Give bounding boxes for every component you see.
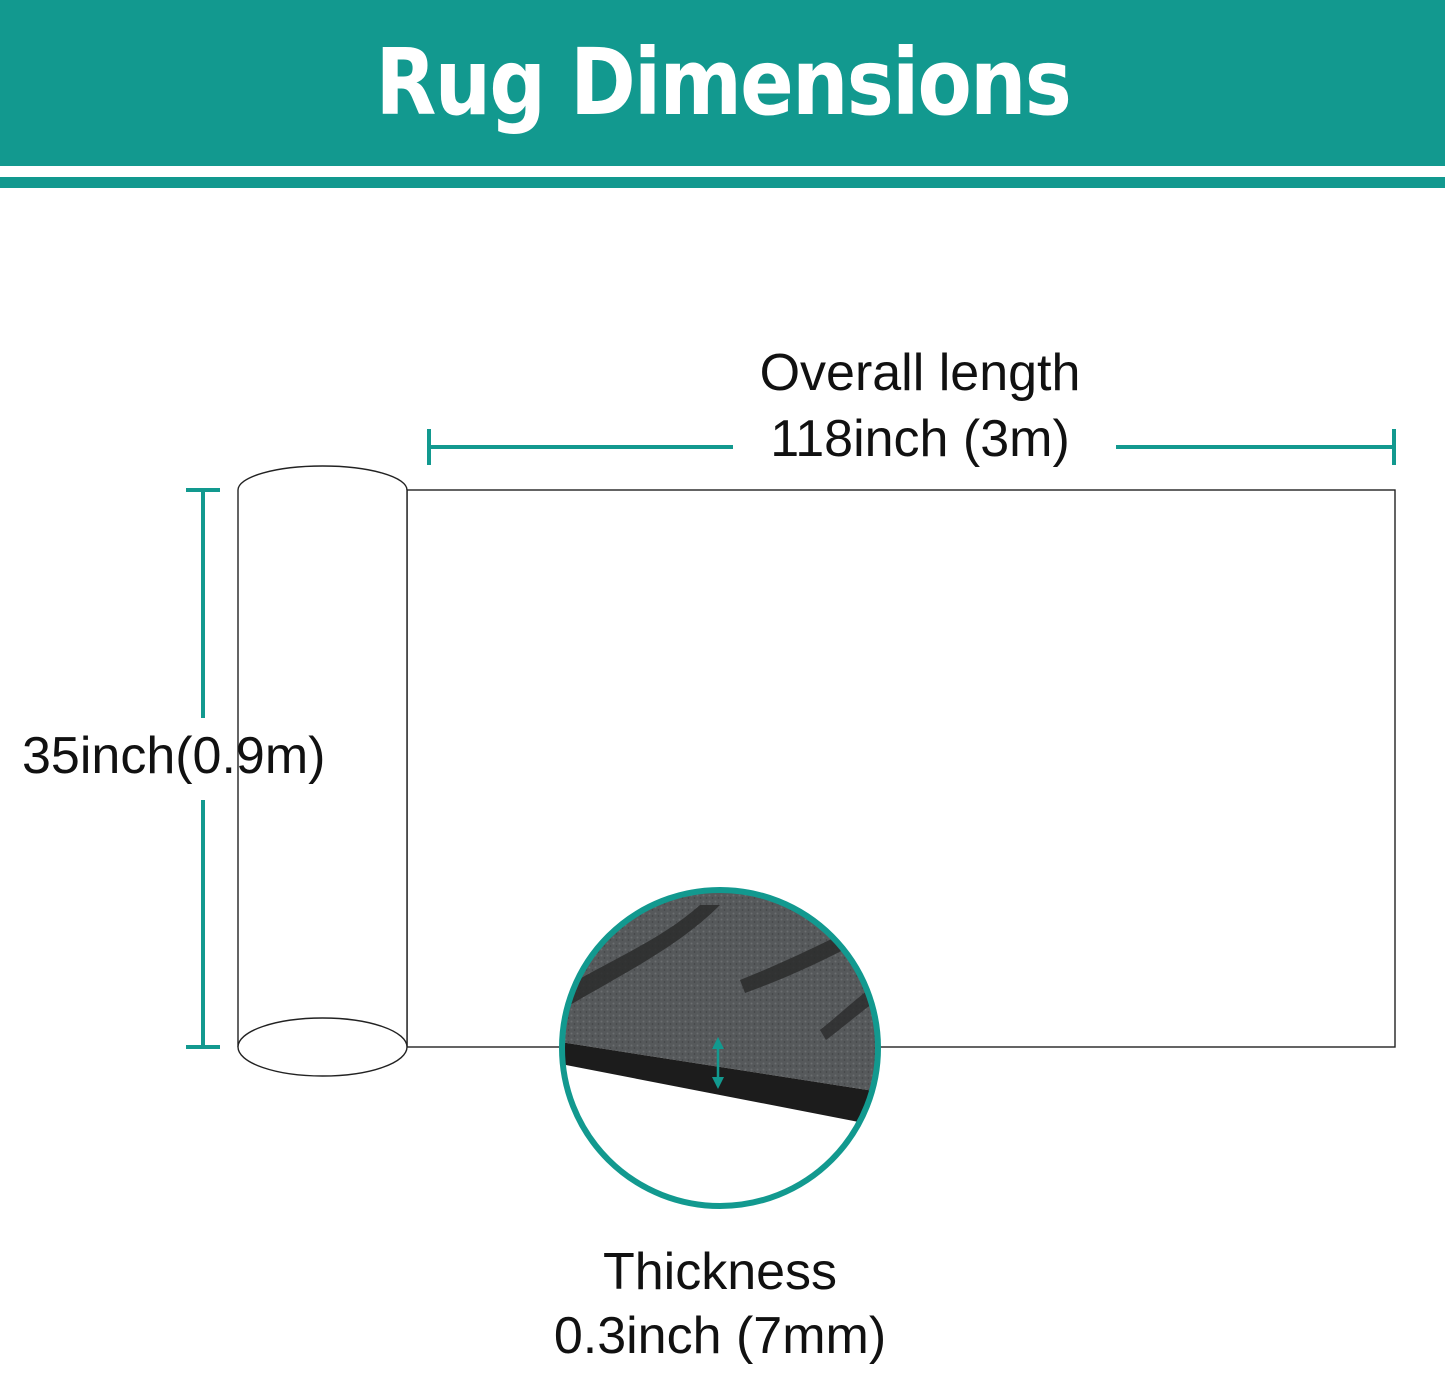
rug-stripe (562, 905, 720, 1005)
page-title: Rug Dimensions (375, 29, 1071, 136)
width-value: 35inch(0.9m) (22, 727, 326, 785)
rug-outline (406, 489, 1396, 1048)
thickness-zoom-circle (559, 887, 881, 1209)
header-band: Rug Dimensions (0, 0, 1445, 166)
header-divider (0, 177, 1445, 188)
length-label: Overall length (759, 344, 1081, 402)
zoom-circle-border (559, 887, 881, 1209)
double-headed-arrow-icon (712, 1037, 724, 1089)
rolled-rug-cylinder (237, 465, 408, 1077)
cylinder-top-arc (237, 465, 408, 491)
width-dimension-line (186, 488, 220, 1049)
rug-pile-sample (562, 890, 878, 1095)
thickness-label: Thickness (602, 1243, 838, 1301)
length-value: 118inch (3m) (770, 410, 1070, 468)
cylinder-body (238, 490, 407, 1047)
cylinder-bottom-ellipse (237, 1017, 408, 1077)
length-dimension-line (427, 429, 1396, 465)
thickness-value: 0.3inch (7mm) (553, 1307, 887, 1365)
